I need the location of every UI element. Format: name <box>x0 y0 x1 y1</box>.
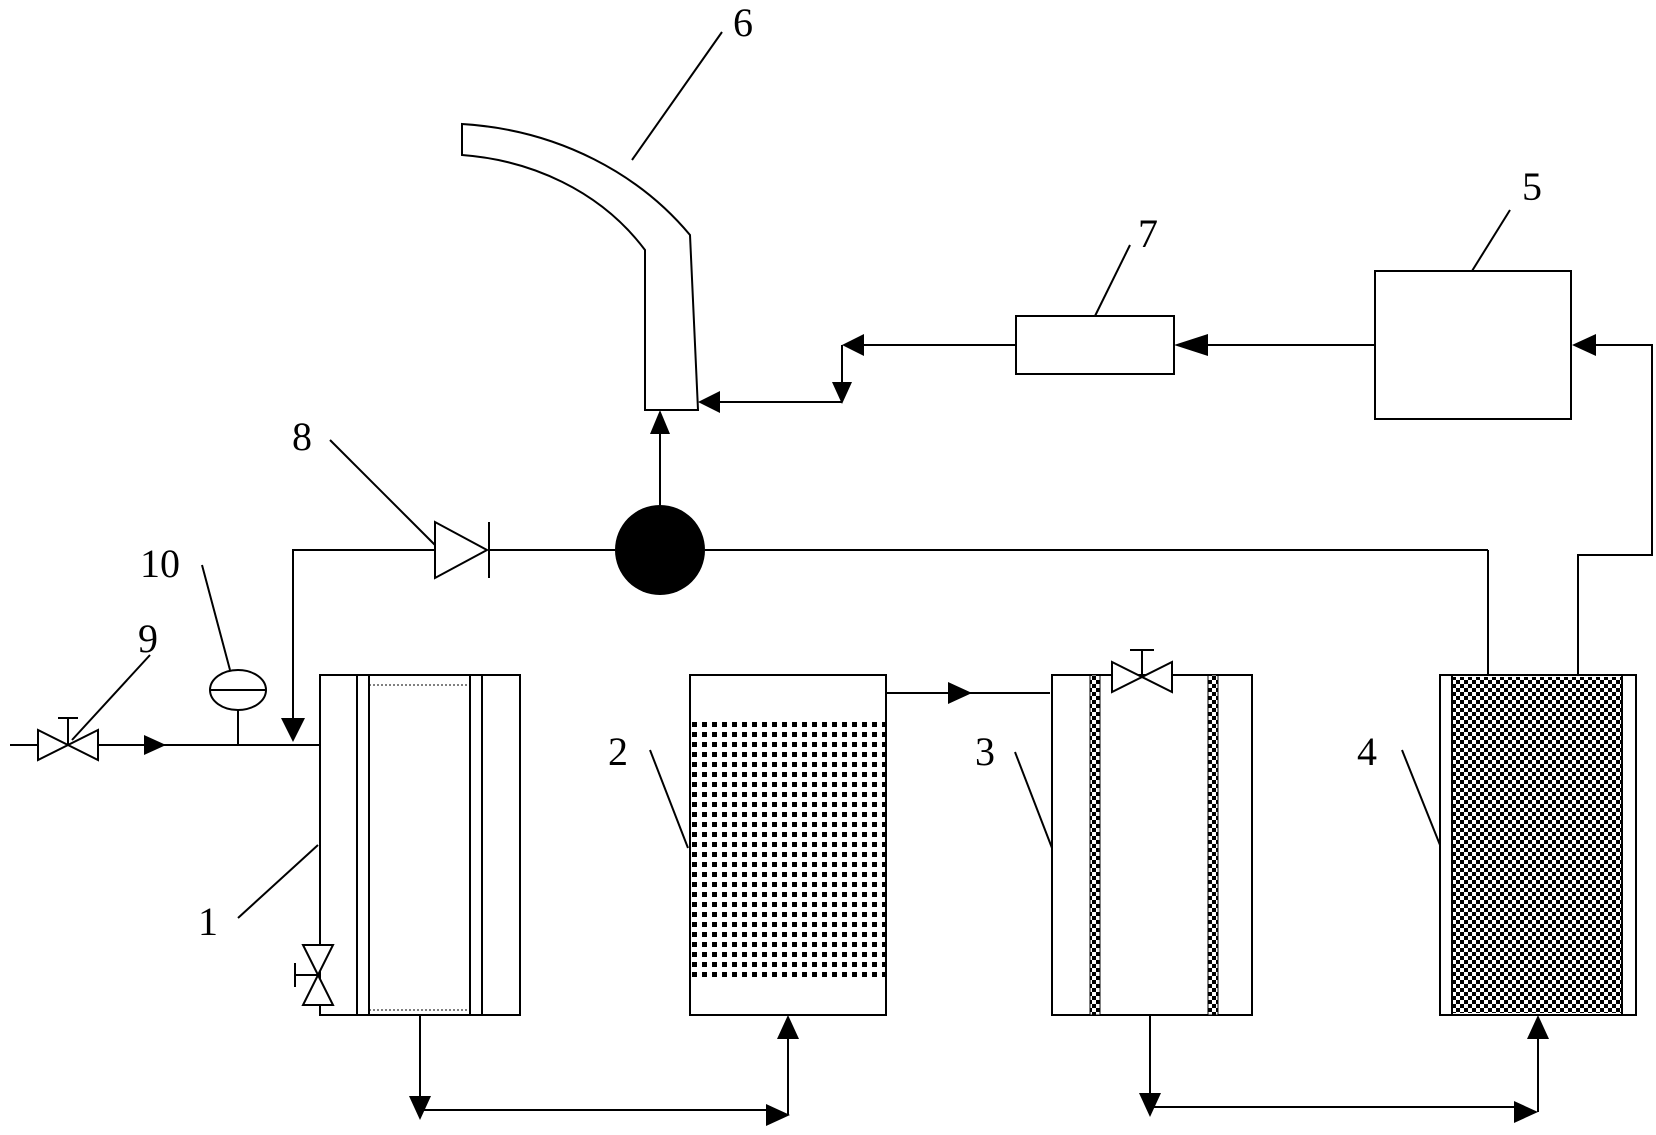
arrow-into-5 <box>1572 334 1596 356</box>
line-8-inlet <box>292 549 435 735</box>
label-1: 1 <box>198 899 218 944</box>
leader-1 <box>237 844 319 919</box>
arrow-into-6 <box>698 391 720 413</box>
curved-pipe-6 <box>461 122 700 411</box>
label-4: 4 <box>1357 729 1377 774</box>
leader-9 <box>71 654 151 741</box>
box-7 <box>1015 315 1175 375</box>
leader-5 <box>1471 209 1511 272</box>
valve-9 <box>37 717 99 762</box>
arrow-into-3 <box>948 682 972 704</box>
drain-valve-1 <box>294 944 335 1006</box>
line-1-to-2 <box>419 1015 770 1111</box>
arrow-right-1-2 <box>766 1104 790 1126</box>
vessel-4 <box>1439 674 1637 1016</box>
check-valve-8 <box>434 520 490 580</box>
vessel-2 <box>689 674 887 1016</box>
leader-10 <box>201 564 231 671</box>
vessel-3 <box>1051 674 1253 1016</box>
line-4-to-5 <box>1577 344 1653 675</box>
top-valve-3 <box>1111 649 1173 694</box>
arrow-down-3 <box>1139 1093 1161 1117</box>
label-2: 2 <box>608 729 628 774</box>
leader-3 <box>1014 751 1053 849</box>
leader-8 <box>329 439 436 546</box>
arrow-down-junction <box>832 382 852 404</box>
pump-circle <box>615 505 705 595</box>
leader-4 <box>1401 749 1441 846</box>
pressure-gauge-10 <box>209 669 267 745</box>
label-9: 9 <box>138 616 158 661</box>
label-8: 8 <box>292 414 312 459</box>
vessel-1 <box>319 674 521 1016</box>
label-5: 5 <box>1522 164 1542 209</box>
arrow-up-into-2 <box>777 1015 799 1039</box>
arrow-down-1 <box>409 1096 431 1120</box>
leader-2 <box>649 749 689 849</box>
arrow-up-into-4 <box>1527 1015 1549 1039</box>
arrow-right-3-4 <box>1514 1101 1538 1123</box>
label-10: 10 <box>140 541 180 586</box>
label-3: 3 <box>975 729 995 774</box>
arrow-down-into-1 <box>281 718 305 742</box>
leader-7 <box>1094 244 1131 317</box>
arrow-inlet <box>144 735 166 755</box>
label-7: 7 <box>1138 211 1158 256</box>
label-6: 6 <box>733 0 753 45</box>
arrow-left-7 <box>842 334 864 356</box>
leader-6 <box>631 31 723 161</box>
arrow-up-into-6 <box>650 410 670 434</box>
box-5 <box>1374 270 1572 420</box>
line-3-to-4 <box>1149 1015 1520 1108</box>
arrow-into-7 <box>1174 334 1208 356</box>
